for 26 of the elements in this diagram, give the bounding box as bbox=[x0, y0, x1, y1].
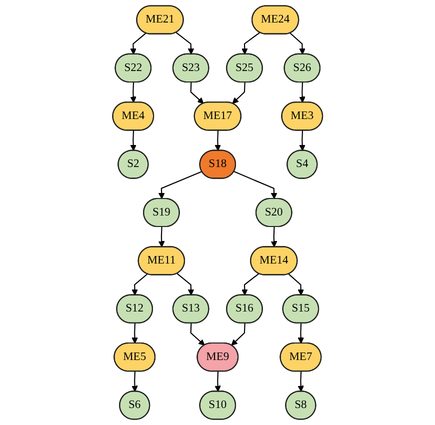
arrow bbox=[290, 32, 306, 55]
arrow bbox=[288, 274, 304, 296]
arrow bbox=[158, 171, 202, 200]
arrow bbox=[270, 226, 278, 248]
arrow bbox=[190, 323, 205, 346]
arrow bbox=[214, 371, 221, 392]
arrow bbox=[176, 32, 194, 55]
arrow bbox=[298, 371, 304, 392]
arrow bbox=[130, 130, 136, 151]
arrow bbox=[298, 323, 304, 344]
arrow bbox=[234, 171, 278, 200]
arrow bbox=[214, 130, 221, 151]
arrow bbox=[130, 82, 136, 103]
arrow bbox=[131, 274, 148, 296]
arrow bbox=[299, 82, 306, 103]
arrow bbox=[176, 273, 194, 296]
arrow bbox=[190, 82, 204, 104]
arrow bbox=[158, 226, 165, 248]
arrow bbox=[231, 323, 246, 346]
arrow bbox=[131, 371, 138, 392]
arrow bbox=[299, 130, 306, 151]
arrow bbox=[131, 323, 138, 344]
arrow bbox=[130, 32, 146, 55]
arrow bbox=[241, 273, 260, 296]
arrow bbox=[241, 32, 260, 55]
arrow bbox=[232, 82, 246, 104]
